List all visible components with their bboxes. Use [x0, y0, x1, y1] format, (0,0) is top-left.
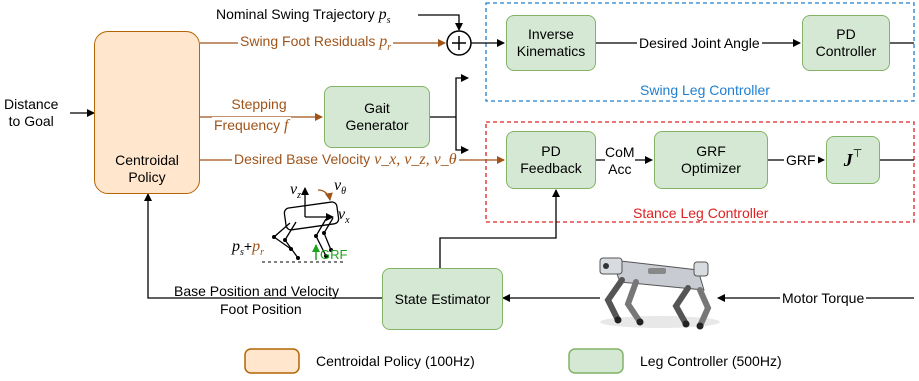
inset-ps-sub: s	[240, 246, 244, 258]
inset-vtheta-sym: v	[334, 177, 342, 194]
desired-velocity-sym: v_x, v_z, v_θ	[374, 151, 457, 168]
pd-feedback-box: PD Feedback	[506, 131, 596, 189]
swing-group-box	[485, 2, 915, 102]
grf-edge-label: GRF	[784, 152, 818, 169]
legend-leg-label: Leg Controller (500Hz)	[640, 353, 782, 369]
centroidal-policy-box: Centroidal Policy	[94, 31, 200, 194]
inset-vtheta-arrow	[317, 189, 333, 201]
inset-body-rect	[283, 201, 340, 231]
distance-to-goal-label: Distance to Goal	[4, 96, 59, 129]
swing-residuals-label: Swing Foot Residuals pr	[238, 33, 394, 56]
feedback-to-policy-arrow	[144, 193, 382, 299]
inset-joint	[283, 238, 287, 242]
inset-pr-sub: r	[260, 246, 264, 258]
inset-joint	[314, 234, 318, 238]
gait-to-stance-arrow	[455, 117, 469, 154]
gait-to-swing-arrow	[455, 74, 469, 117]
stepping-freq-label-1: Stepping	[231, 96, 287, 112]
nominal-swing-text: Nominal Swing Trajectory	[216, 6, 375, 22]
legend-policy-swatch	[244, 348, 300, 374]
nominal-swing-sym: p	[378, 6, 387, 23]
quadruped-robot-image	[599, 257, 720, 330]
inverse-kinematics-box: Inverse Kinematics	[506, 15, 596, 71]
stance-group-box	[485, 121, 915, 223]
stepping-freq-text: Frequency	[214, 117, 281, 133]
swing-residuals-sym: p	[379, 33, 388, 50]
grf-optimizer-box: GRF Optimizer	[654, 131, 768, 189]
leg-kinematics-inset	[262, 187, 346, 263]
gait-generator-box: Gait Generator	[324, 86, 430, 148]
inset-vz-sub: z	[297, 189, 302, 201]
jacobian-transpose: ⊤	[852, 146, 863, 160]
inset-vx-label: vx	[338, 206, 350, 229]
base-pos-vel-label: Base Position and Velocity	[174, 283, 339, 299]
inset-vx-sym: v	[338, 206, 346, 223]
stepping-freq-label-2: Frequency f	[212, 117, 291, 134]
inset-joint	[296, 256, 300, 260]
inset-vtheta-label: vθ	[334, 177, 346, 200]
inset-ps-pr-label: ps+pr	[232, 238, 264, 261]
inset-joint	[272, 235, 276, 239]
nominal-swing-arrow	[418, 14, 463, 31]
estimator-to-feedback-arrow	[439, 189, 560, 268]
state-estimator-box: State Estimator	[382, 268, 503, 330]
foot-position-label: Foot Position	[220, 301, 302, 317]
jacobian-symbol: J	[843, 149, 853, 170]
swing-residuals-sub: r	[387, 41, 392, 53]
inset-vx-sub: x	[345, 214, 350, 226]
legend-leg-swatch	[568, 348, 624, 374]
stepping-freq-sym: f	[284, 117, 289, 134]
swing-group-label: Swing Leg Controller	[640, 82, 770, 98]
inset-vz-sym: v	[290, 181, 298, 198]
inset-pr-sym: p	[252, 238, 261, 255]
inset-plus: +	[243, 238, 253, 254]
inset-joint	[324, 254, 328, 258]
desired-velocity-label: Desired Base Velocity v_x, v_z, v_θ	[232, 151, 459, 168]
inset-vz-label: vz	[290, 181, 301, 204]
desired-velocity-text: Desired Base Velocity	[234, 151, 371, 167]
inset-vtheta-sub: θ	[341, 185, 347, 197]
motor-torque-label: Motor Torque	[780, 290, 867, 307]
jacobian-box: J⊤	[826, 136, 880, 184]
inset-grf-label: GRF	[320, 247, 348, 262]
inset-ps-sym: p	[232, 238, 240, 255]
nominal-swing-sub: s	[386, 14, 391, 26]
desired-joint-angle-label: Desired Joint Angle	[637, 35, 762, 52]
com-acc-label: CoM Acc	[605, 144, 635, 178]
stance-group-label: Stance Leg Controller	[633, 205, 769, 221]
inset-joint	[322, 231, 326, 235]
legend-policy-label: Centroidal Policy (100Hz)	[316, 353, 475, 369]
swing-residuals-text: Swing Foot Residuals	[240, 33, 376, 49]
inset-joint	[289, 247, 293, 251]
pd-controller-box: PD Controller	[802, 15, 890, 71]
nominal-swing-label: Nominal Swing Trajectory ps	[216, 6, 391, 29]
inset-joint	[329, 248, 333, 252]
centroidal-policy-label: Centroidal Policy	[115, 152, 179, 185]
